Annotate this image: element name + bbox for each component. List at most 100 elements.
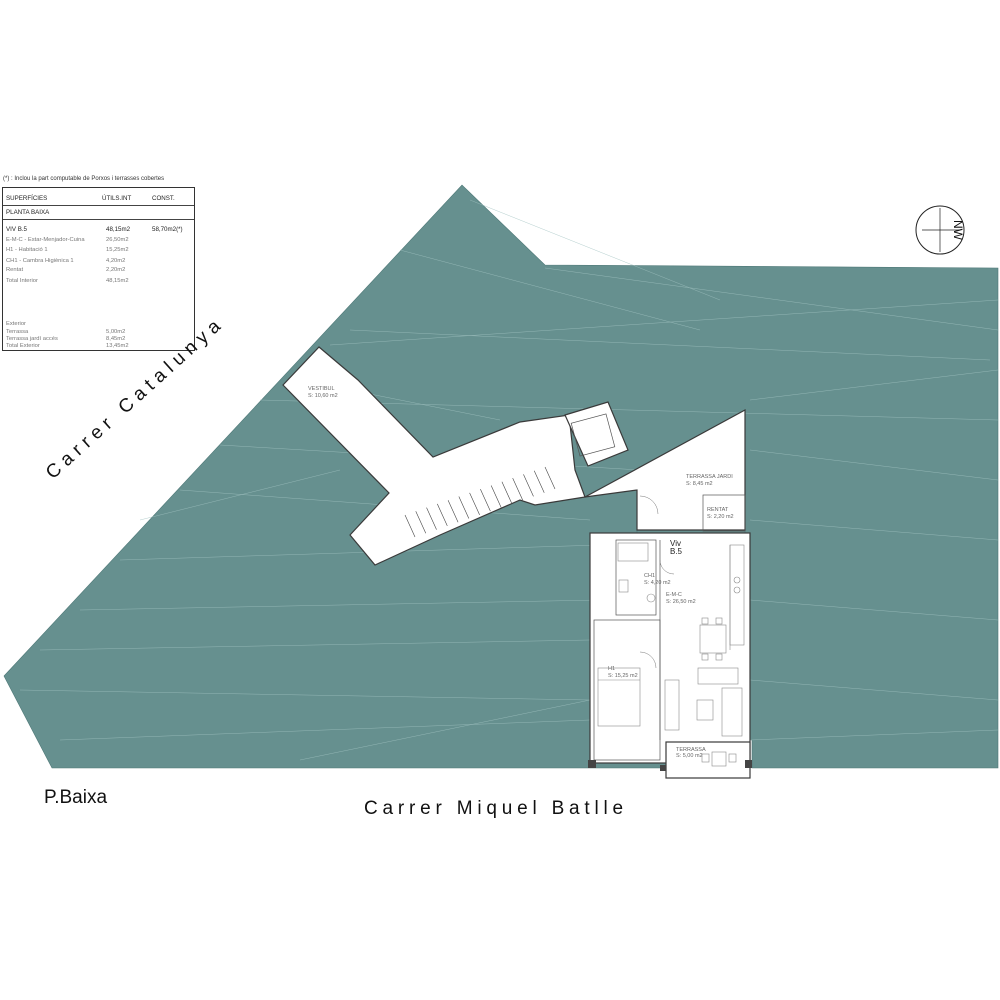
unit-name: VIV B.5: [6, 226, 27, 233]
lift-inner: [570, 413, 616, 457]
hatch-line: [19, 689, 591, 701]
rentat-label: RENTAT: [707, 507, 729, 513]
door-swing: [659, 559, 675, 575]
interior-value: 15,25m2: [106, 247, 129, 253]
interior-label: E-M-C - Estar-Menjador-Cuina: [6, 237, 85, 243]
hob-icon: [733, 586, 741, 594]
sofa: [721, 687, 743, 737]
mass-hatching: [19, 199, 999, 761]
shower: [617, 542, 649, 562]
street-label-miquel-batlle: Carrer Miquel Batlle: [364, 798, 628, 819]
stair-tread: [490, 485, 502, 508]
ch1-label: CH1: [644, 573, 655, 579]
chair: [715, 617, 723, 625]
terrassa-jardi-label: TERRASSA JARDI: [686, 474, 733, 480]
wall-post: [745, 760, 752, 768]
chair: [715, 653, 723, 661]
vestibul-area-label: S: 10,60 m2: [308, 393, 338, 399]
door-swing: [639, 651, 657, 669]
exterior-value: 8,45m2: [106, 336, 126, 342]
exterior-total-label: Total Exterior: [6, 343, 40, 349]
interior-value: 4,20m2: [106, 258, 126, 264]
emc-label: E-M-C: [666, 592, 682, 598]
legend-note: (*) : Inclou la part computable de Porxo…: [3, 176, 165, 182]
unit-utils: 48,15m2: [106, 226, 131, 233]
hatch-line: [299, 699, 591, 761]
h1-area-label: S: 15,25 m2: [608, 673, 638, 679]
hatch-line: [59, 719, 591, 741]
lift-box: [564, 401, 629, 467]
stair-tread: [437, 503, 448, 527]
hatch-line: [399, 249, 701, 331]
terrassa-jardi-area-label: S: 8,45 m2: [686, 481, 713, 487]
terrassa-label: TERRASSA: [676, 747, 706, 753]
stair-tread: [415, 511, 427, 534]
stair-tread: [512, 477, 523, 501]
stair-tread: [523, 474, 534, 497]
ch1-area-label: S: 4,20 m2: [644, 580, 671, 586]
north-arrow-icon: NW: [915, 205, 965, 255]
terrace-chair: [701, 753, 710, 763]
stair-tread: [469, 492, 480, 515]
wall-post: [660, 765, 666, 771]
hatch-line: [469, 199, 721, 301]
dining-table: [699, 624, 727, 654]
terrassa-jardi-area: [584, 408, 746, 531]
surface-table: SUPERFÍCIES ÚTILS.INT CONST. PLANTA BAIX…: [2, 187, 195, 351]
emc-area-label: S: 26,50 m2: [666, 599, 696, 605]
hob-icon: [733, 576, 741, 584]
terrassa-area-label: S: 5,00 m2: [676, 753, 703, 759]
interior-value: 2,20m2: [106, 267, 126, 273]
sofa-seat: [697, 667, 739, 685]
stair-tread: [480, 489, 491, 512]
interior-total-label: Total Interior: [6, 278, 38, 284]
ch1-room: [615, 539, 657, 616]
viv-label: Viv: [670, 539, 681, 548]
stair-tread: [404, 514, 416, 538]
hatch-line: [749, 729, 999, 741]
hatch-line: [139, 469, 341, 521]
header-const: CONST.: [152, 195, 175, 202]
hatch-line: [119, 544, 601, 561]
coffee-table: [696, 699, 714, 721]
north-label: NW: [951, 220, 965, 241]
hatch-line: [349, 329, 991, 361]
header-superficies: SUPERFÍCIES: [6, 195, 48, 202]
sink: [618, 579, 629, 593]
interior-label: Rentat: [6, 267, 24, 273]
exterior-value: 5,00m2: [106, 329, 126, 335]
unit-const: 58,70m2(*): [152, 226, 183, 233]
rentat-area-label: S: 2,20 m2: [707, 514, 734, 520]
door-swing: [639, 495, 659, 515]
hatch-line: [39, 639, 591, 651]
interior-label: H1 - Habitació 1: [6, 247, 48, 253]
stair-tread: [458, 496, 470, 519]
wall-post: [588, 760, 596, 768]
bed: [597, 667, 641, 727]
hatch-line: [749, 679, 999, 701]
apartment-outline: [589, 532, 751, 764]
interior-label: CH1 - Cambra Higiènica 1: [6, 258, 74, 264]
rentat-room: [702, 494, 746, 532]
hatch-line: [544, 267, 999, 331]
stair-tread: [544, 466, 556, 490]
chair: [701, 653, 709, 661]
exterior-label: Terrassa jardí accés: [6, 336, 58, 342]
chair: [701, 617, 709, 625]
hatch-line: [749, 369, 999, 401]
hatch-line: [329, 299, 999, 346]
stair-tread: [447, 500, 459, 523]
stair-tread: [533, 470, 545, 493]
hatch-line: [749, 449, 999, 481]
exterior-title: Exterior: [6, 321, 26, 327]
floor-label: P.Baixa: [44, 787, 108, 808]
h1-label: H1: [608, 666, 615, 672]
stairs: [404, 466, 556, 538]
terrace-table: [711, 751, 727, 767]
exterior-total-value: 13,45m2: [106, 343, 129, 349]
header-utils: ÚTILS.INT: [102, 195, 132, 202]
section-label: PLANTA BAIXA: [6, 209, 50, 216]
hatch-line: [259, 399, 999, 421]
terrace-chair: [728, 753, 737, 763]
